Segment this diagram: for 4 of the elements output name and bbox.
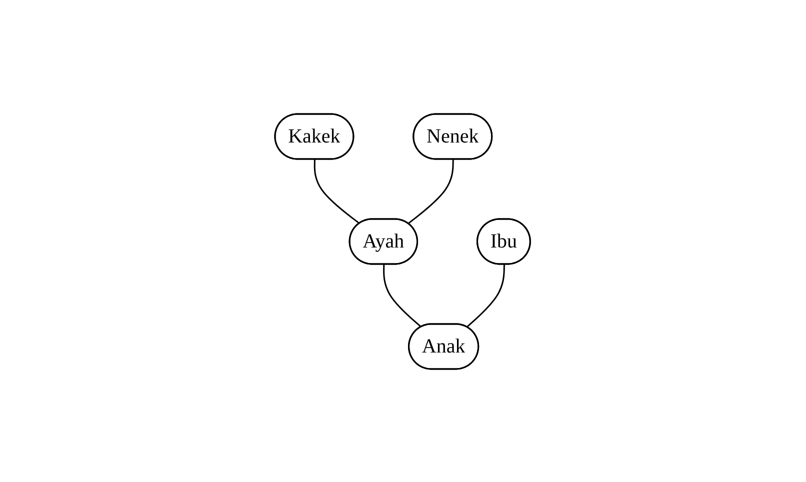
connector <box>466 264 506 328</box>
connector <box>408 158 454 224</box>
connector <box>383 264 422 328</box>
connector <box>314 158 360 224</box>
